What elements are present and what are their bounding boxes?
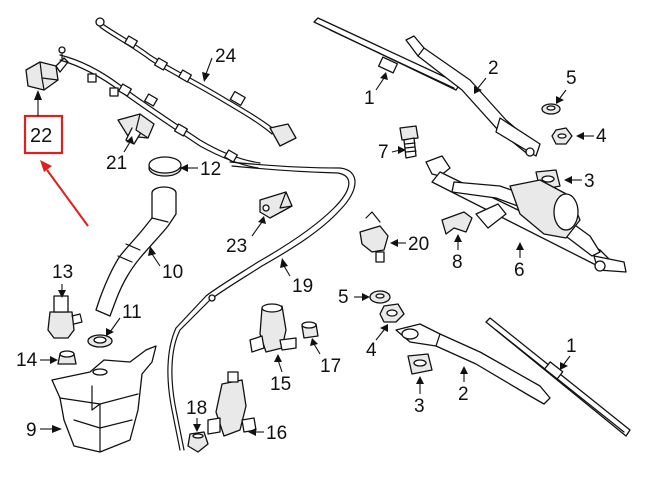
callout-20: 20 — [390, 234, 429, 255]
part-15-washer-pump — [249, 303, 297, 353]
callout-label: 1 — [566, 336, 577, 357]
callout-label: 16 — [266, 423, 287, 444]
part-17-grommet — [301, 321, 319, 339]
part-5-washer-lower — [369, 290, 391, 304]
callout-label: 14 — [16, 350, 38, 371]
callout-label: 5 — [566, 68, 577, 89]
callout-label: 6 — [514, 260, 525, 281]
callout-18: 18 — [186, 398, 207, 432]
callout-15: 15 — [270, 354, 291, 395]
part-8-bracket — [441, 211, 473, 235]
callout-14: 14 — [16, 350, 58, 371]
part-23-connector — [259, 191, 293, 219]
callout-11: 11 — [106, 302, 142, 336]
part-21-clip — [117, 113, 155, 145]
callout-4-lower: 4 — [366, 324, 388, 361]
part-13-pump — [47, 295, 83, 339]
part-2-wiper-arm-lower — [395, 323, 551, 405]
part-10-filler-neck — [95, 186, 177, 317]
highlight-arrow — [46, 169, 89, 227]
callout-3-lower: 3 — [414, 376, 425, 417]
callout-label: 22 — [30, 125, 52, 147]
callout-3-upper: 3 — [564, 171, 595, 192]
callout-label: 11 — [122, 302, 142, 323]
part-2-wiper-arm-upper — [405, 35, 541, 157]
callout-1-upper: 1 — [364, 72, 388, 109]
part-1-wiper-blade-lower — [485, 317, 631, 437]
callout-label: 7 — [378, 142, 389, 163]
part-24-wiring-harness — [59, 17, 297, 169]
callout-label: 5 — [338, 287, 349, 308]
part-9-reservoir — [51, 345, 157, 453]
callout-label: 3 — [584, 171, 595, 192]
callout-9: 9 — [26, 420, 62, 441]
part-19-washer-hose — [167, 161, 356, 451]
callout-24: 24 — [202, 46, 237, 82]
callout-label: 13 — [52, 262, 73, 283]
callout-label: 20 — [408, 234, 429, 255]
callout-label: 8 — [452, 252, 463, 273]
part-4-nut-upper — [551, 127, 573, 145]
part-3-grommet-lower — [407, 353, 433, 375]
callout-10: 10 — [148, 246, 183, 283]
callout-17: 17 — [310, 338, 341, 377]
callout-23: 23 — [226, 216, 266, 257]
part-11-seal — [87, 334, 113, 348]
highlight-arrowhead — [40, 160, 52, 172]
callout-5-lower: 5 — [338, 287, 370, 308]
part-20-nozzle — [359, 211, 389, 263]
callout-label: 1 — [364, 88, 375, 109]
part-16-washer-pump — [207, 371, 257, 437]
callout-4-upper: 4 — [576, 126, 607, 147]
callout-label: 2 — [488, 58, 499, 79]
callout-7: 7 — [378, 142, 406, 163]
part-22-sensor — [25, 46, 69, 91]
callout-label: 19 — [292, 276, 313, 297]
callout-label: 21 — [106, 153, 127, 174]
callout-8: 8 — [452, 234, 463, 273]
callout-label: 10 — [162, 262, 183, 283]
part-12-cap — [148, 156, 182, 177]
callout-label: 3 — [414, 396, 425, 417]
part-18-nut — [187, 431, 209, 453]
part-4-nut-lower — [379, 303, 405, 323]
callout-label: 4 — [366, 340, 377, 361]
callout-6: 6 — [514, 242, 525, 281]
callout-12: 12 — [180, 159, 221, 180]
callout-16: 16 — [248, 423, 287, 444]
part-6-wiper-linkage — [425, 155, 627, 273]
callout-label: 2 — [458, 384, 469, 405]
callout-label: 24 — [215, 46, 237, 67]
callout-label: 9 — [26, 420, 37, 441]
callout-19: 19 — [280, 258, 313, 297]
part-14-grommet — [57, 350, 77, 365]
callout-label: 4 — [596, 126, 607, 147]
callout-label: 12 — [200, 159, 221, 180]
callout-1-lower: 1 — [560, 336, 577, 370]
part-7-bolt — [399, 125, 419, 159]
callout-label: 15 — [270, 374, 291, 395]
callout-2-upper: 2 — [474, 58, 499, 94]
callout-5-upper: 5 — [556, 68, 577, 104]
callout-2-lower: 2 — [458, 366, 469, 405]
callout-13: 13 — [52, 262, 73, 298]
callout-label: 23 — [226, 236, 247, 257]
callout-22: 22 — [23, 90, 89, 227]
part-5-washer-upper — [541, 103, 561, 115]
callout-label: 17 — [320, 356, 341, 377]
highlight-box — [23, 114, 64, 155]
callout-label: 18 — [186, 398, 207, 419]
callout-21: 21 — [106, 136, 134, 174]
